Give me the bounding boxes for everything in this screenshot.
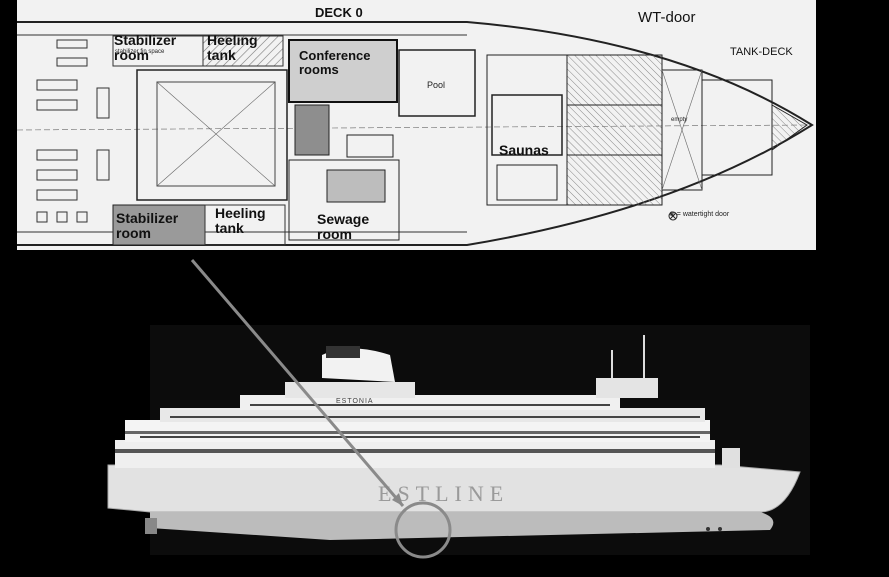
ship-bottom [150, 512, 774, 540]
pool-area [398, 49, 476, 117]
wt-door-label: WT-door [638, 9, 696, 26]
stabilizer-fin-space-label: stabilizer fin space [115, 49, 165, 55]
heeling-tank-top-label: Heeling tank [207, 32, 258, 63]
tank-deck-label: TANK-DECK [730, 46, 793, 58]
sewage-room-label: Sewage room [317, 211, 370, 242]
pool-label: Pool [427, 80, 446, 90]
conference-rooms-label: Conference rooms [299, 48, 371, 77]
heeling-tank-bottom-label: Heeling tank [215, 205, 266, 236]
hull-outline [17, 21, 814, 246]
deck-plan: DECK 0 WT-door TANK-DECK ⊗ = watertight … [17, 0, 816, 250]
deck-title: DECK 0 [315, 5, 363, 20]
legend-note: ⊗ = watertight door [669, 211, 730, 218]
stabilizer-room-top-label: Stabilizer room [114, 32, 177, 63]
ship-windows [140, 404, 700, 438]
deck-plan-drawing [17, 21, 814, 246]
watertight-door-symbol [668, 211, 678, 221]
hull-name: ESTLINE [378, 481, 510, 506]
heeling-tank-top-area [202, 35, 284, 67]
empty-label: empty [671, 117, 688, 123]
funnel-name: ESTONIA [336, 398, 374, 405]
stabilizer-room-bottom-label: Stabilizer room [116, 210, 179, 241]
conference-rooms-area [288, 39, 398, 103]
saunas-label: Saunas [499, 142, 549, 158]
machinery-symbols [36, 39, 110, 223]
ship-model-image [0, 250, 889, 577]
